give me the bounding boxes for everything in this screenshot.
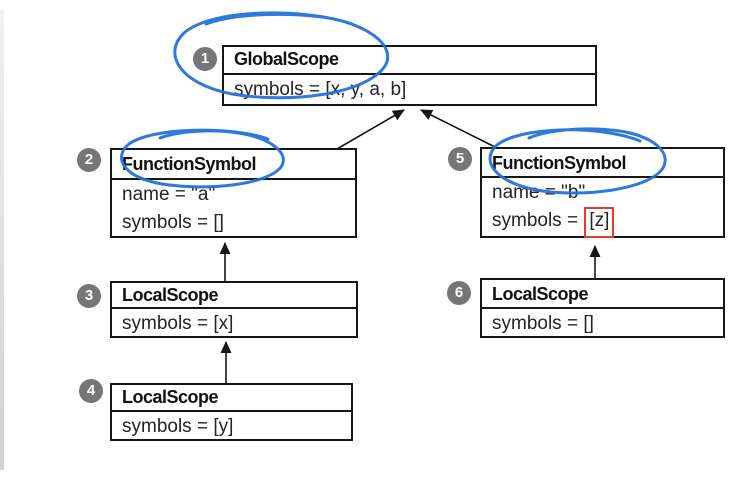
step-badge-3: 3 [77,284,101,308]
class-box-globalscope: GlobalScope symbols = [x, y, a, b] [222,45,597,106]
box-attribute: symbols = [y] [122,416,234,437]
arrow-functionsymbol-a-to-globalscope [336,109,405,150]
class-box-functionsymbol-a: FunctionSymbol name = "a" symbols = [] [110,148,357,238]
attribute-prefix: symbols = [492,210,584,231]
step-badge-4: 4 [79,379,103,403]
arrow-functionsymbol-b-to-globalscope [420,109,498,149]
box-attribute: symbols = [z] [492,207,723,238]
screen-edge-artifact [0,10,4,470]
box-title: LocalScope [112,283,356,309]
step-badge-2: 2 [77,148,101,172]
class-box-localscope-empty: LocalScope symbols = [] [480,278,725,338]
class-box-functionsymbol-b: FunctionSymbol name = "b" symbols = [z] [480,147,725,238]
box-attribute: name = "b" [492,182,586,203]
step-badge-1: 1 [193,47,217,71]
box-attribute: symbols = [] [122,212,224,233]
class-box-localscope-x: LocalScope symbols = [x] [110,281,358,338]
box-attribute: symbols = [] [492,313,594,334]
box-title: LocalScope [482,280,723,309]
box-attribute: symbols = [x, y, a, b] [234,79,407,100]
box-attribute: name = "a" [122,184,216,205]
class-box-localscope-y: LocalScope symbols = [y] [110,383,353,441]
highlight-box-z: [z] [584,207,615,238]
box-title: GlobalScope [224,47,595,75]
step-badge-6: 6 [447,281,471,305]
box-title: FunctionSymbol [482,149,723,178]
box-title: LocalScope [112,385,351,412]
box-attribute: symbols = [x] [122,313,234,334]
step-badge-5: 5 [448,147,472,171]
box-title: FunctionSymbol [112,150,355,180]
